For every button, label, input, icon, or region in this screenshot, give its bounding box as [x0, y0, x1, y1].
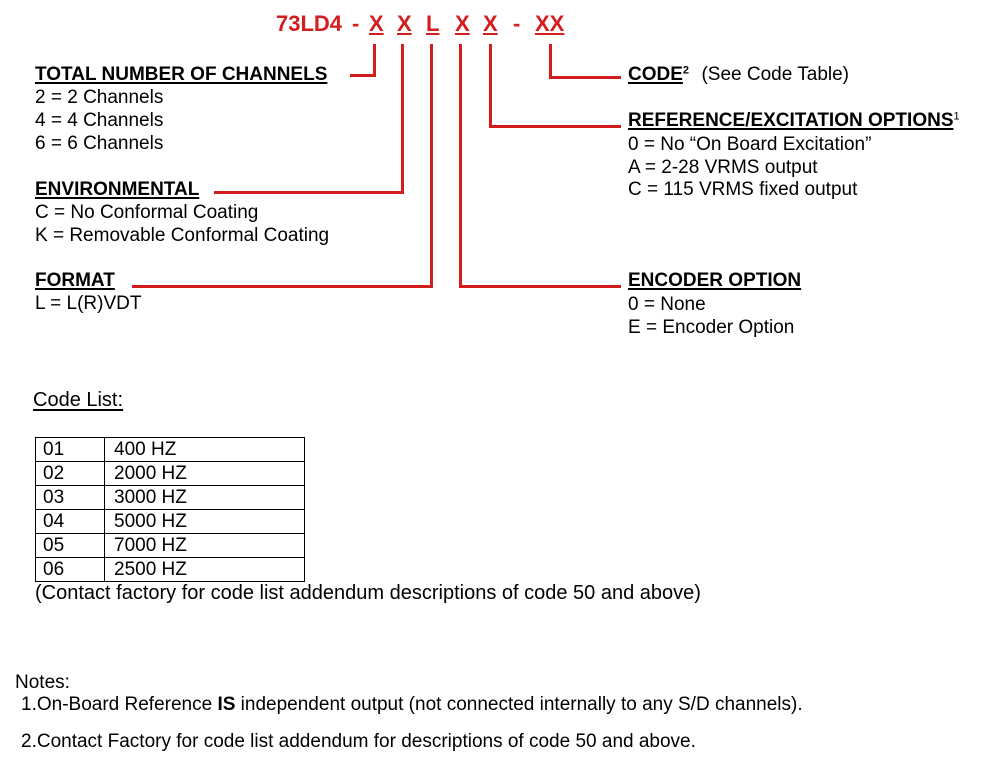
- connector-format-v: [430, 44, 433, 288]
- frequency-cell: 400 HZ: [104, 437, 305, 462]
- code-cell: 05: [35, 533, 105, 558]
- connector-encoder-v: [459, 44, 462, 288]
- connector-environmental-v: [401, 44, 404, 194]
- channels-option-2: 2 = 2 Channels: [35, 87, 164, 108]
- table-row: 05 7000 HZ: [35, 533, 305, 558]
- reference-option-a: A = 2-28 VRMS output: [628, 157, 818, 178]
- table-row: 03 3000 HZ: [35, 485, 305, 510]
- connector-format-h: [132, 285, 433, 288]
- connector-reference-v: [489, 44, 492, 128]
- connector-channels-h: [350, 74, 376, 77]
- part-field-channels: X: [369, 11, 384, 36]
- part-field-code: XX: [535, 11, 565, 36]
- frequency-cell: 2500 HZ: [104, 557, 305, 582]
- code-see-table: (See Code Table): [701, 64, 850, 85]
- connector-code-h: [549, 76, 621, 79]
- code-footnote-ref: 2: [682, 64, 690, 77]
- code-label: CODE2 (See Code Table): [628, 63, 849, 86]
- part-field-format: L: [426, 11, 440, 36]
- channels-option-4: 4 = 4 Channels: [35, 110, 164, 131]
- reference-footnote-ref: 1: [953, 110, 960, 123]
- part-field-reference: X: [483, 11, 498, 36]
- format-option-l: L = L(R)VDT: [35, 293, 142, 314]
- format-heading: FORMAT: [35, 270, 115, 291]
- part-field-environmental: X: [397, 11, 412, 36]
- code-cell: 04: [35, 509, 105, 534]
- environmental-heading: ENVIRONMENTAL: [35, 179, 200, 200]
- part-number: 73LD4: [276, 10, 342, 38]
- note-2: 2.Contact Factory for code list addendum…: [21, 731, 696, 753]
- table-row: 04 5000 HZ: [35, 509, 305, 534]
- connector-environmental-h: [214, 191, 404, 194]
- note-2-number: 2.: [21, 731, 37, 752]
- part-sep-2: -: [513, 11, 521, 36]
- environmental-option-c: C = No Conformal Coating: [35, 202, 259, 223]
- notes-title: Notes:: [15, 672, 70, 693]
- encoder-option-0: 0 = None: [628, 294, 706, 315]
- code-list-table: 01 400 HZ 02 2000 HZ 03 3000 HZ 04 5000 …: [35, 437, 305, 582]
- code-heading: CODE: [628, 64, 683, 85]
- connector-encoder-h: [459, 285, 621, 288]
- frequency-cell: 3000 HZ: [104, 485, 305, 510]
- connector-reference-h: [489, 125, 621, 128]
- connector-channels-v: [373, 44, 376, 77]
- note-1-text-bold: IS: [217, 694, 236, 715]
- part-sep-1: -: [352, 11, 360, 36]
- reference-option-c: C = 115 VRMS fixed output: [628, 179, 858, 200]
- code-cell: 01: [35, 437, 105, 462]
- connector-code-v: [549, 44, 552, 79]
- reference-option-0: 0 = No “On Board Excitation”: [628, 134, 872, 155]
- note-1-number: 1.: [21, 694, 37, 715]
- note-1-text-post: independent output (not connected intern…: [235, 694, 803, 715]
- code-cell: 03: [35, 485, 105, 510]
- environmental-option-k: K = Removable Conformal Coating: [35, 225, 330, 246]
- note-1-text-pre: On-Board Reference: [36, 694, 218, 715]
- channels-heading: TOTAL NUMBER OF CHANNELS: [35, 64, 328, 85]
- table-row: 06 2500 HZ: [35, 557, 305, 582]
- table-row: 02 2000 HZ: [35, 461, 305, 486]
- table-row: 01 400 HZ: [35, 437, 305, 462]
- note-1: 1.On-Board Reference IS independent outp…: [21, 694, 803, 716]
- code-cell: 02: [35, 461, 105, 486]
- note-2-text: Contact Factory for code list addendum f…: [36, 731, 696, 752]
- frequency-cell: 7000 HZ: [104, 533, 305, 558]
- frequency-cell: 2000 HZ: [104, 461, 305, 486]
- frequency-cell: 5000 HZ: [104, 509, 305, 534]
- part-prefix: 73LD4: [276, 11, 343, 36]
- part-field-encoder: X: [455, 11, 470, 36]
- reference-heading-wrap: REFERENCE/EXCITATION OPTIONS1: [628, 110, 960, 132]
- encoder-option-e: E = Encoder Option: [628, 317, 795, 338]
- encoder-heading: ENCODER OPTION: [628, 270, 802, 291]
- channels-option-6: 6 = 6 Channels: [35, 133, 164, 154]
- code-cell: 06: [35, 557, 105, 582]
- code-list-title: Code List:: [33, 389, 124, 411]
- code-list-footer: (Contact factory for code list addendum …: [35, 582, 701, 604]
- reference-heading: REFERENCE/EXCITATION OPTIONS: [628, 110, 954, 131]
